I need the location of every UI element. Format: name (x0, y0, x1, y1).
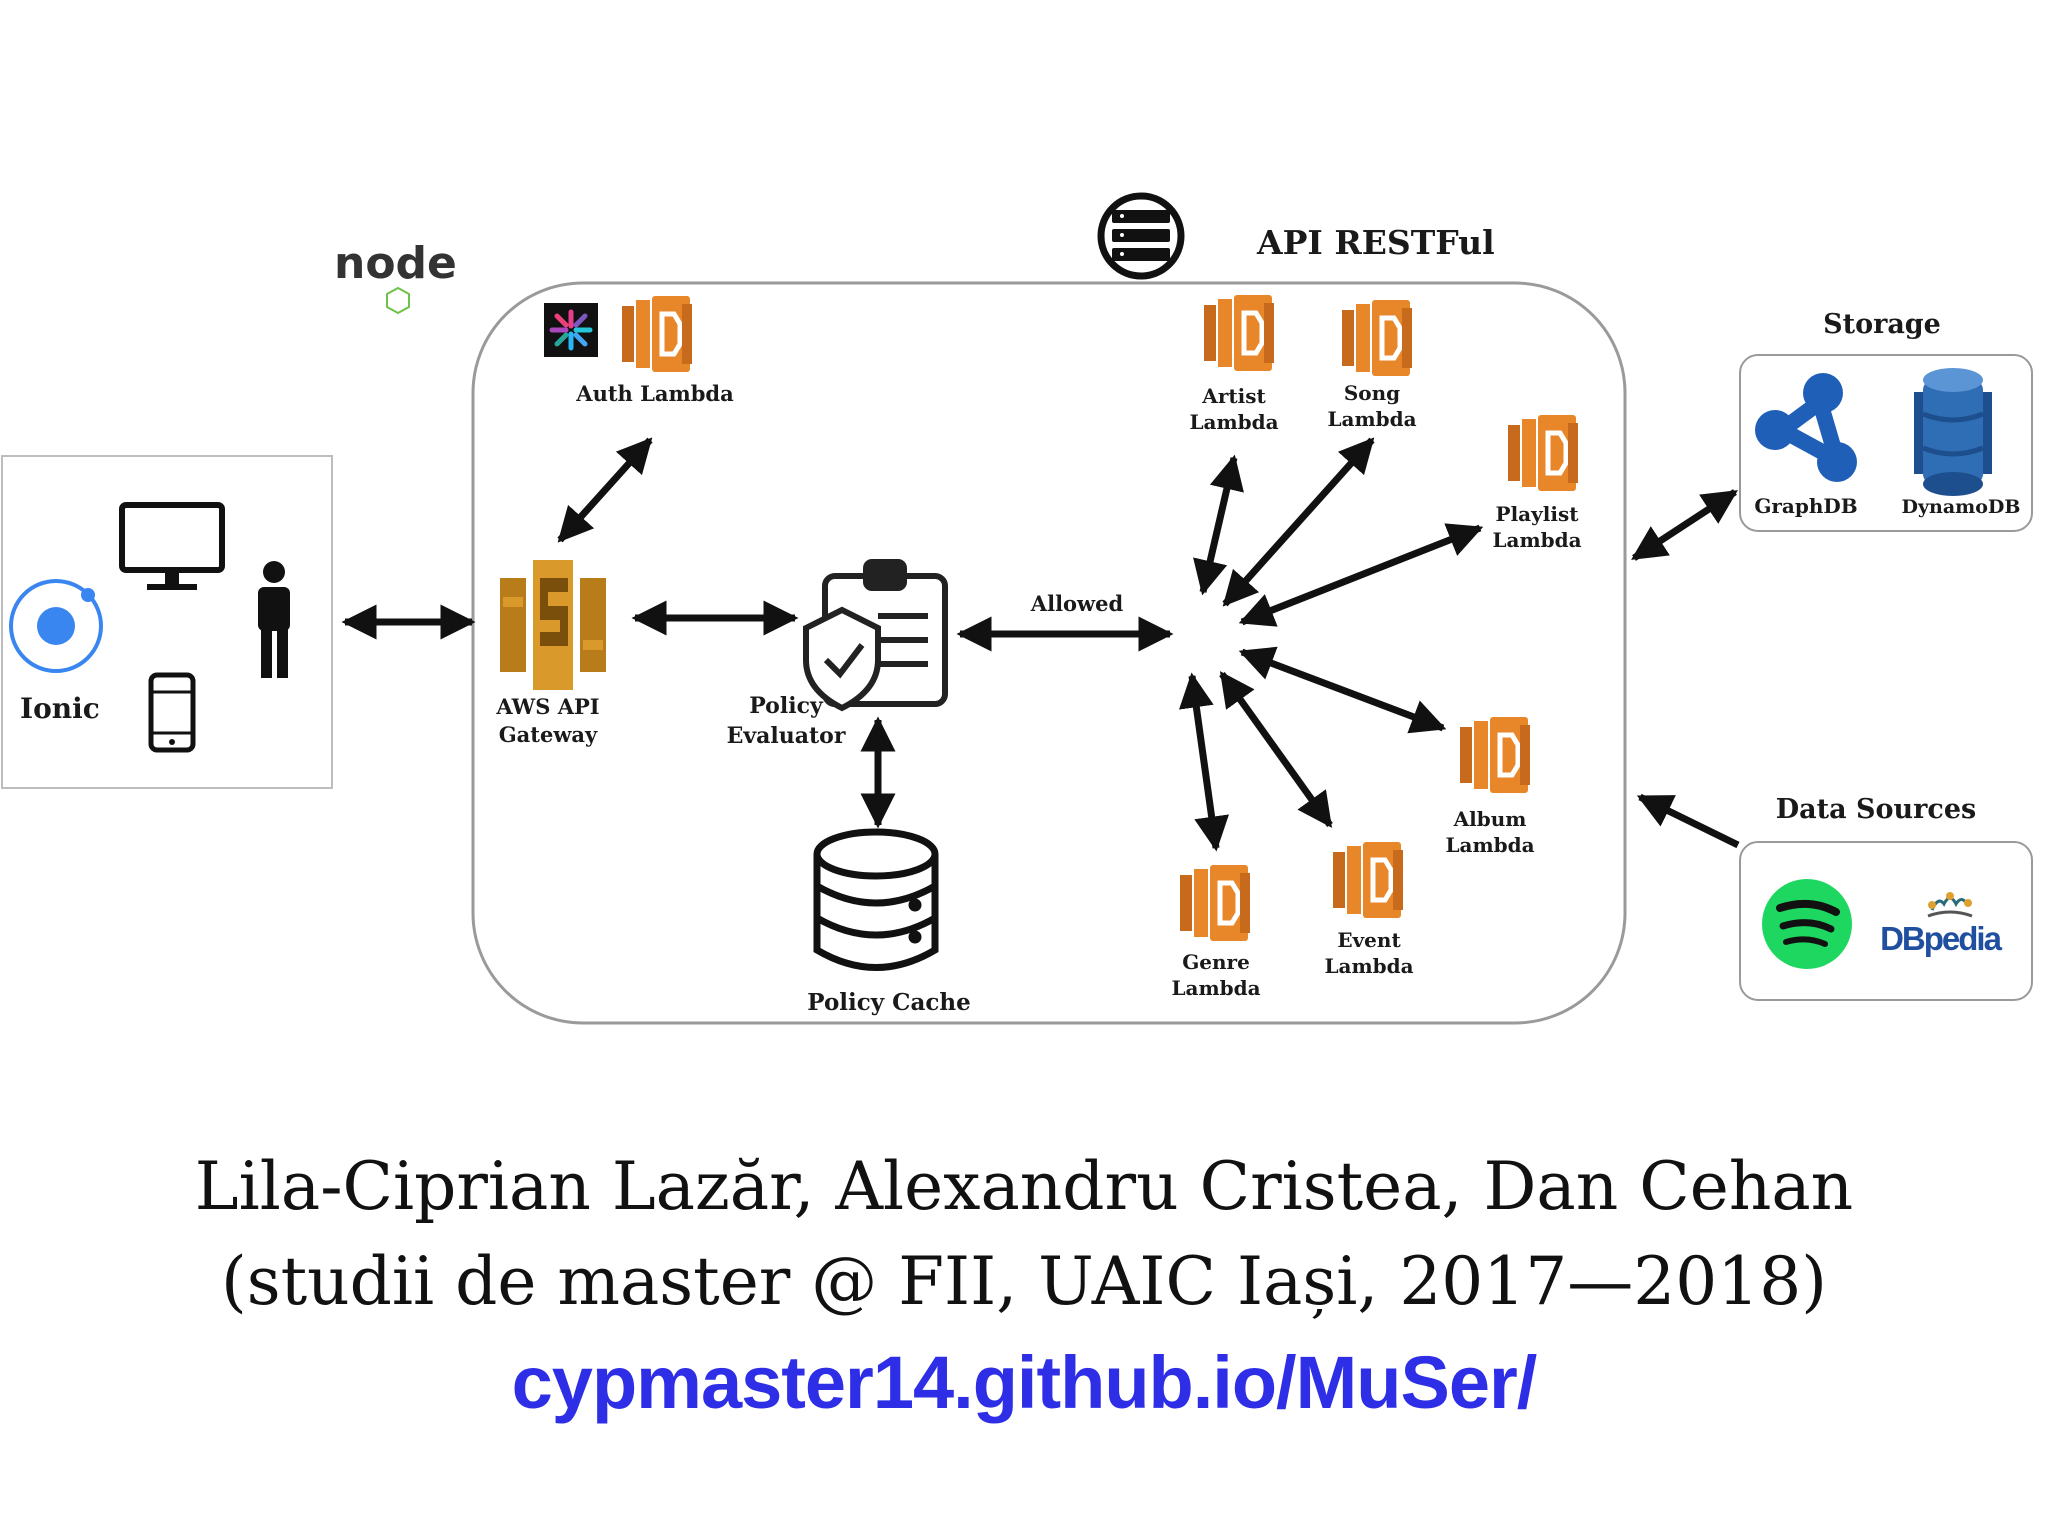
playlist-lambda-icon (1508, 415, 1578, 491)
event-lambda-line2: Lambda (1324, 954, 1413, 978)
data-sources-title: Data Sources (1776, 794, 1976, 825)
album-lambda-line1: Album (1453, 807, 1527, 831)
spotify-icon (1762, 879, 1852, 969)
person-icon (258, 561, 290, 678)
policy-evaluator-line1: Policy (749, 693, 824, 719)
api-container (471, 281, 1627, 1025)
song-lambda-line2: Lambda (1327, 407, 1416, 431)
song-lambda-icon (1342, 300, 1412, 376)
authors-line: Lila-Ciprian Lazăr, Alexandru Cristea, D… (194, 1148, 1854, 1225)
dynamodb-label: DynamoDB (1902, 496, 2021, 518)
allowed-label: Allowed (1030, 591, 1124, 616)
monitor-icon (119, 502, 225, 590)
album-lambda-icon (1460, 717, 1530, 793)
album-lambda-line2: Lambda (1445, 833, 1534, 857)
graphdb-label: GraphDB (1754, 494, 1857, 518)
project-link[interactable]: cypmaster14.github.io/MuSer/ (511, 1341, 1538, 1424)
policy-evaluator-line2: Evaluator (727, 723, 846, 749)
database-icon (813, 828, 939, 971)
diagram-title: API RESTFul (1256, 223, 1495, 262)
arrow-router-genre (1179, 672, 1229, 852)
gateway-label-line2: Gateway (499, 722, 598, 747)
arrow-container-storage (1631, 489, 1738, 561)
dbpedia-text: DBpedia (1880, 920, 2003, 957)
genre-lambda-line1: Genre (1182, 950, 1250, 974)
ionic-icon (9, 579, 103, 673)
storage-title: Storage (1823, 309, 1941, 340)
dynamodb-icon (1914, 368, 1992, 496)
event-lambda-line1: Event (1337, 928, 1401, 952)
policy-evaluator-icon (803, 559, 948, 712)
api-gateway-icon (500, 560, 606, 690)
playlist-lambda-line1: Playlist (1496, 502, 1580, 526)
artist-lambda-line2: Lambda (1189, 410, 1278, 434)
auth-lambda-icon (622, 296, 692, 372)
auth-lambda-label: Auth Lambda (575, 381, 734, 406)
dbpedia-logo: DBpedia (1880, 892, 2005, 957)
gateway-label-line1: AWS API (495, 694, 599, 719)
artist-lambda-icon (1204, 295, 1274, 371)
ionic-label: Ionic (20, 692, 100, 725)
policy-cache-label: Policy Cache (807, 989, 970, 1016)
graphdb-icon (1755, 373, 1857, 482)
server-icon (1097, 192, 1185, 280)
cognito-icon (544, 303, 598, 357)
artist-lambda-line1: Artist (1201, 384, 1266, 408)
nodejs-logo: node (334, 238, 457, 315)
arrow-router-album (1238, 646, 1447, 734)
phone-icon (148, 672, 196, 753)
arrow-router-event (1219, 671, 1333, 828)
nodejs-logo-text: node (334, 238, 457, 289)
arrow-router-playlist (1238, 523, 1484, 627)
playlist-lambda-line2: Lambda (1492, 528, 1581, 552)
course-line: (studii de master @ FII, UAIC Iași, 2017… (220, 1243, 1827, 1320)
genre-lambda-icon (1180, 865, 1250, 941)
genre-lambda-line2: Lambda (1171, 976, 1260, 1000)
song-lambda-line1: Song (1344, 381, 1400, 405)
event-lambda-icon (1333, 842, 1403, 918)
arrow-router-artist (1193, 454, 1244, 596)
arrow-gateway-auth (557, 437, 653, 543)
arrow-datasources-container (1636, 793, 1740, 849)
